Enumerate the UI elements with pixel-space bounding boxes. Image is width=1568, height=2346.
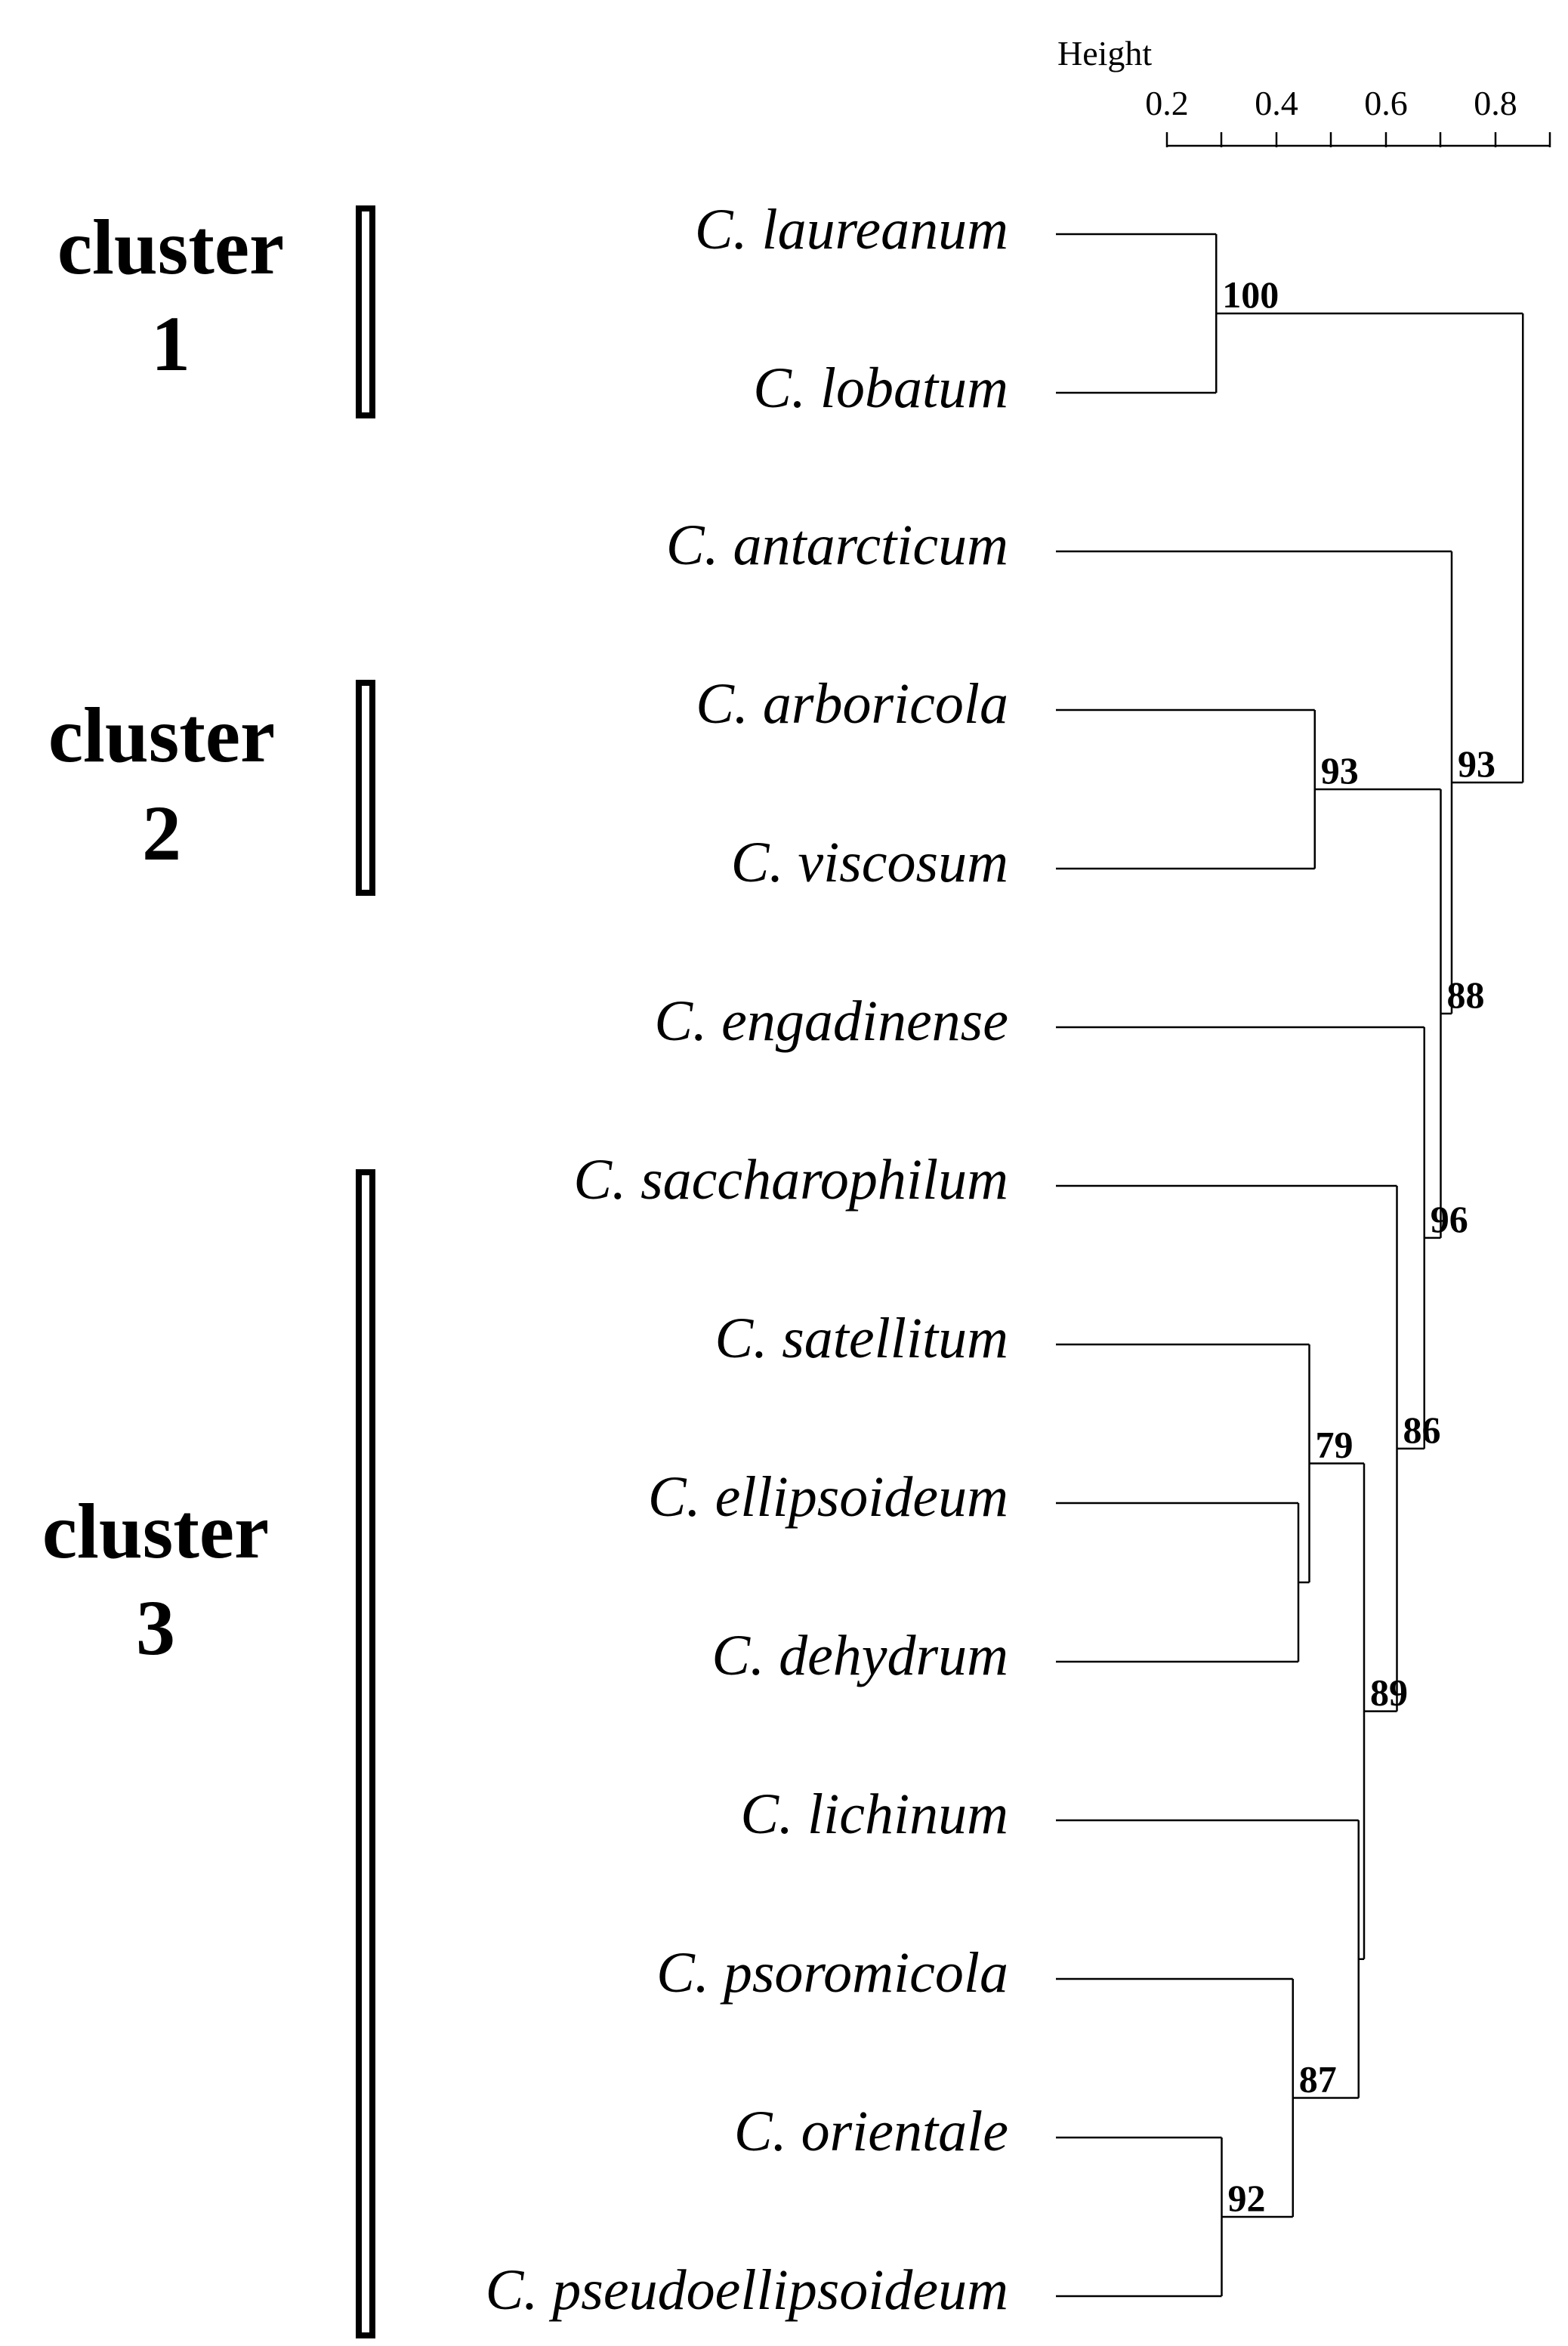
height-axis: Height 0.2 0.4 0.6 0.8 <box>1057 34 1551 147</box>
axis-title: Height <box>1057 34 1152 73</box>
cluster-3: cluster 3 <box>42 1169 375 2338</box>
cluster-1: cluster 1 <box>57 204 375 418</box>
species-label: C. orientale <box>734 2100 1008 2163</box>
cluster-2: cluster 2 <box>48 680 375 896</box>
species-label: C. antarcticum <box>666 514 1008 577</box>
bootstrap-support-label: 92 <box>1228 2177 1266 2219</box>
bootstrap-support-label: 86 <box>1403 1409 1441 1451</box>
bootstrap-support-label: 89 <box>1370 1672 1408 1714</box>
species-label: C. dehydrum <box>711 1624 1008 1687</box>
axis-tick-label: 0.2 <box>1145 84 1189 122</box>
tree-branches: 100 93 79 92 87 89 86 96 88 93 <box>1056 233 1524 2298</box>
species-label: C. viscosum <box>731 831 1008 894</box>
species-label: C. satellitum <box>715 1307 1008 1370</box>
species-label: C. ellipsoideum <box>648 1465 1008 1529</box>
bootstrap-support-label: 96 <box>1431 1198 1468 1240</box>
axis-tick-label: 0.4 <box>1255 84 1298 122</box>
species-label: C. psoromicola <box>656 1941 1008 2005</box>
species-label: C. pseudoellipsoideum <box>486 2258 1008 2322</box>
species-label: C. arboricola <box>696 672 1008 736</box>
bootstrap-support-label: 79 <box>1316 1424 1353 1466</box>
bootstrap-support-label: 87 <box>1299 2058 1337 2101</box>
axis-tick-label: 0.6 <box>1364 84 1408 122</box>
species-label: C. engadinense <box>654 989 1008 1053</box>
bootstrap-support-label: 93 <box>1321 749 1359 792</box>
bootstrap-support-label: 88 <box>1447 974 1485 1016</box>
species-label: C. laureanum <box>695 198 1008 261</box>
species-label: C. lobatum <box>753 357 1008 420</box>
cluster-label: cluster <box>48 692 275 779</box>
species-label: C. lichinum <box>740 1783 1008 1846</box>
axis-tick-label: 0.8 <box>1474 84 1517 122</box>
species-label: C. saccharophilum <box>573 1148 1008 1212</box>
species-labels: C. laureanum C. lobatum C. antarcticum C… <box>486 198 1008 2322</box>
cluster-number: 2 <box>142 790 181 877</box>
cluster-annotations: cluster 1 cluster 2 cluster 3 <box>42 204 375 2338</box>
cluster-number: 1 <box>151 301 190 387</box>
cluster-label: cluster <box>42 1488 269 1575</box>
bootstrap-support-label: 93 <box>1458 742 1495 785</box>
cluster-label: cluster <box>57 204 284 291</box>
bootstrap-support-label: 100 <box>1222 273 1279 316</box>
cluster-number: 3 <box>136 1585 175 1672</box>
